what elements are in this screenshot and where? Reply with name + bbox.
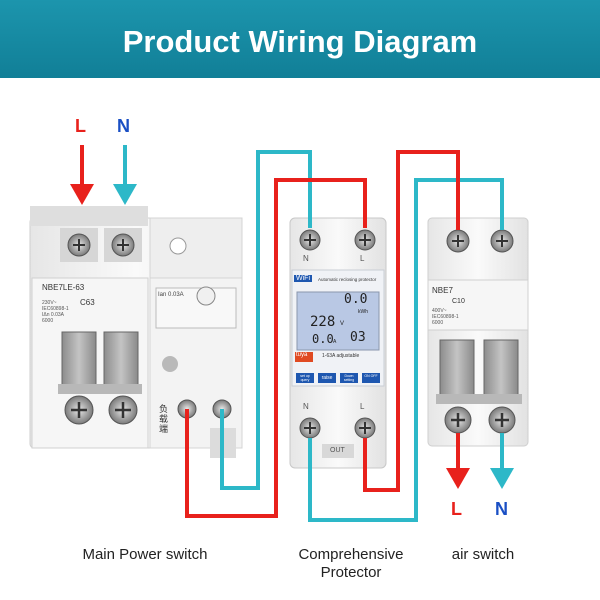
output-live-label: L (451, 499, 462, 519)
output-neutral-label: N (495, 499, 508, 519)
setup-query-button: set up query (300, 374, 310, 382)
main-switch-rating: C63 (80, 298, 95, 307)
air-switch (427, 217, 529, 447)
output-neutral-arrow (490, 468, 514, 489)
tuya-logo: tuya (296, 352, 308, 358)
lcd-current-unit: A (333, 339, 337, 345)
lcd-current: 0.0 (312, 332, 334, 346)
lcd-voltage-unit: V (340, 321, 345, 327)
protector-out-label: OUT (330, 447, 345, 454)
input-live-arrow (70, 184, 94, 205)
main-power-switch (29, 206, 243, 458)
input-live-label: L (75, 116, 86, 136)
caption-air-switch: air switch (451, 546, 515, 563)
input-neutral-arrow (113, 184, 137, 205)
caption-main-power-switch: Main Power switch (82, 546, 208, 563)
caption-protector: Comprehensive Protector (298, 546, 404, 581)
banner-title: Product Wiring Diagram (122, 24, 478, 59)
wifi-badge: WiFi (294, 275, 312, 282)
lcd-index: 03 (350, 330, 366, 345)
protector-header: Automatic reclosing protector (318, 277, 377, 282)
comprehensive-protector (289, 217, 387, 469)
load-side-label: 负载端 (159, 404, 169, 434)
main-switch-model: NBE7LE-63 (42, 283, 85, 292)
air-switch-model: NBE7 (432, 286, 453, 295)
down-setting-button: Down setting (343, 374, 355, 382)
protector-bottom-l: L (360, 402, 365, 411)
wiring-diagram (29, 145, 529, 522)
protector-top-n: N (303, 254, 309, 263)
output-live-arrow (446, 468, 470, 489)
on-off-button: ON OFF (364, 374, 378, 378)
air-switch-rating: C10 (452, 298, 465, 305)
lcd-voltage: 228 (310, 314, 336, 330)
adjustable-label: 1-63A adjustable (322, 353, 360, 359)
raise-button: raise (321, 375, 333, 381)
protector-bottom-n: N (303, 402, 309, 411)
protector-top-l: L (360, 254, 365, 263)
lcd-top-value: 0.0 (344, 292, 368, 307)
title-banner: Product Wiring Diagram (0, 0, 600, 78)
lcd-top-unit: kWh (358, 309, 368, 315)
input-neutral-label: N (117, 116, 130, 136)
diagram-area (0, 78, 600, 600)
live-wires (80, 145, 460, 518)
main-switch-side-text: Ian 0.03A (158, 292, 184, 298)
neutral-wires (123, 145, 504, 522)
